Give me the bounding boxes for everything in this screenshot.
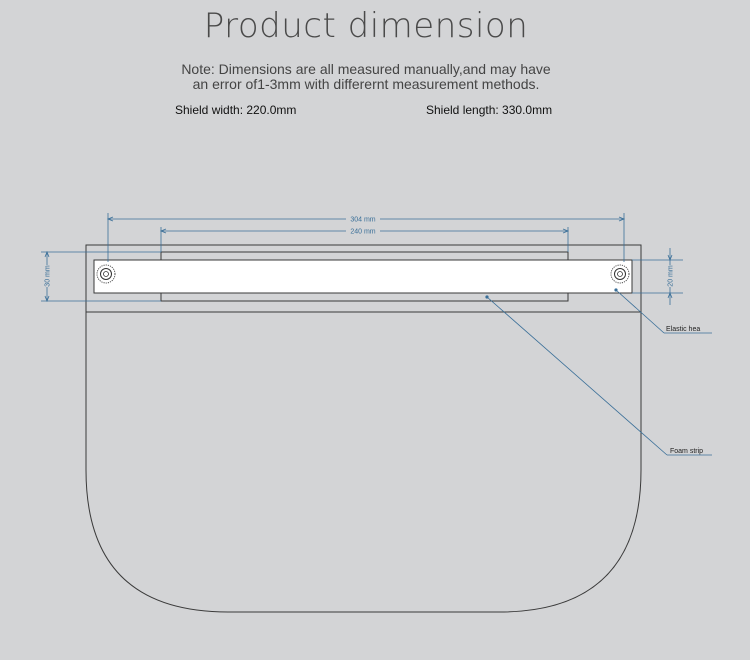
left-rivet-icon bbox=[96, 264, 116, 284]
dimension-outer-width-label: 304 mm bbox=[350, 217, 375, 224]
dimension-left-height-label: 30 mm bbox=[45, 265, 52, 287]
shield-outline bbox=[85, 244, 642, 613]
dimension-right-height bbox=[632, 248, 683, 305]
elastic-callout-label: Elastic hea bbox=[666, 326, 700, 333]
dimension-right-height-label: 20 mm bbox=[668, 265, 675, 287]
measurement-note: Note: Dimensions are all measured manual… bbox=[0, 62, 732, 92]
shield-length-spec: Shield length: 330.0mm bbox=[426, 103, 553, 117]
page-title: Product dimension bbox=[203, 6, 529, 46]
right-rivet-icon bbox=[610, 264, 630, 284]
note-line-2: an error of1-3mm with differernt measure… bbox=[192, 76, 540, 92]
elastic-callout-leader bbox=[614, 288, 712, 334]
foam-callout-label: Foam strip bbox=[670, 448, 703, 455]
shield-width-spec: Shield width: 220.0mm bbox=[175, 103, 297, 117]
elastic-band bbox=[93, 259, 633, 294]
dimension-left-height bbox=[41, 250, 161, 303]
dimension-inner-width-label: 240 mm bbox=[350, 229, 375, 236]
foam-callout-leader bbox=[485, 295, 712, 456]
note-line-1: Note: Dimensions are all measured manual… bbox=[181, 61, 551, 77]
